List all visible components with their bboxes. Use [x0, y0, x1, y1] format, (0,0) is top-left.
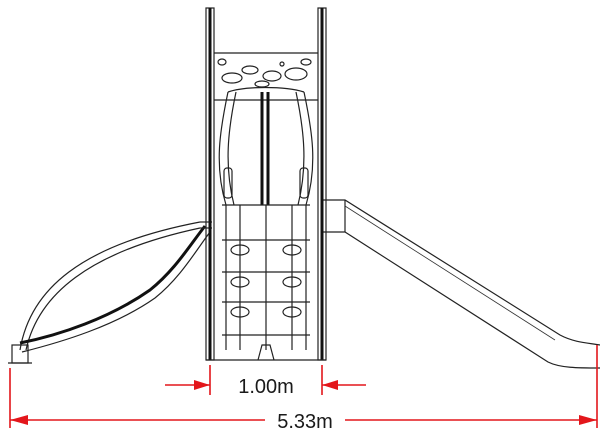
- straight-slide: [322, 199, 600, 369]
- overall-length-label: 5.33m: [277, 411, 333, 432]
- tower-width-label: 1.00m: [238, 376, 294, 398]
- climbing-net: [218, 86, 314, 361]
- tower-frame: [205, 7, 327, 361]
- dimension-tower-width: 1.00m: [165, 365, 366, 398]
- curved-slide: [8, 221, 212, 364]
- dimension-overall-length: 5.33m: [9, 345, 598, 432]
- top-panel-holes: [217, 58, 312, 88]
